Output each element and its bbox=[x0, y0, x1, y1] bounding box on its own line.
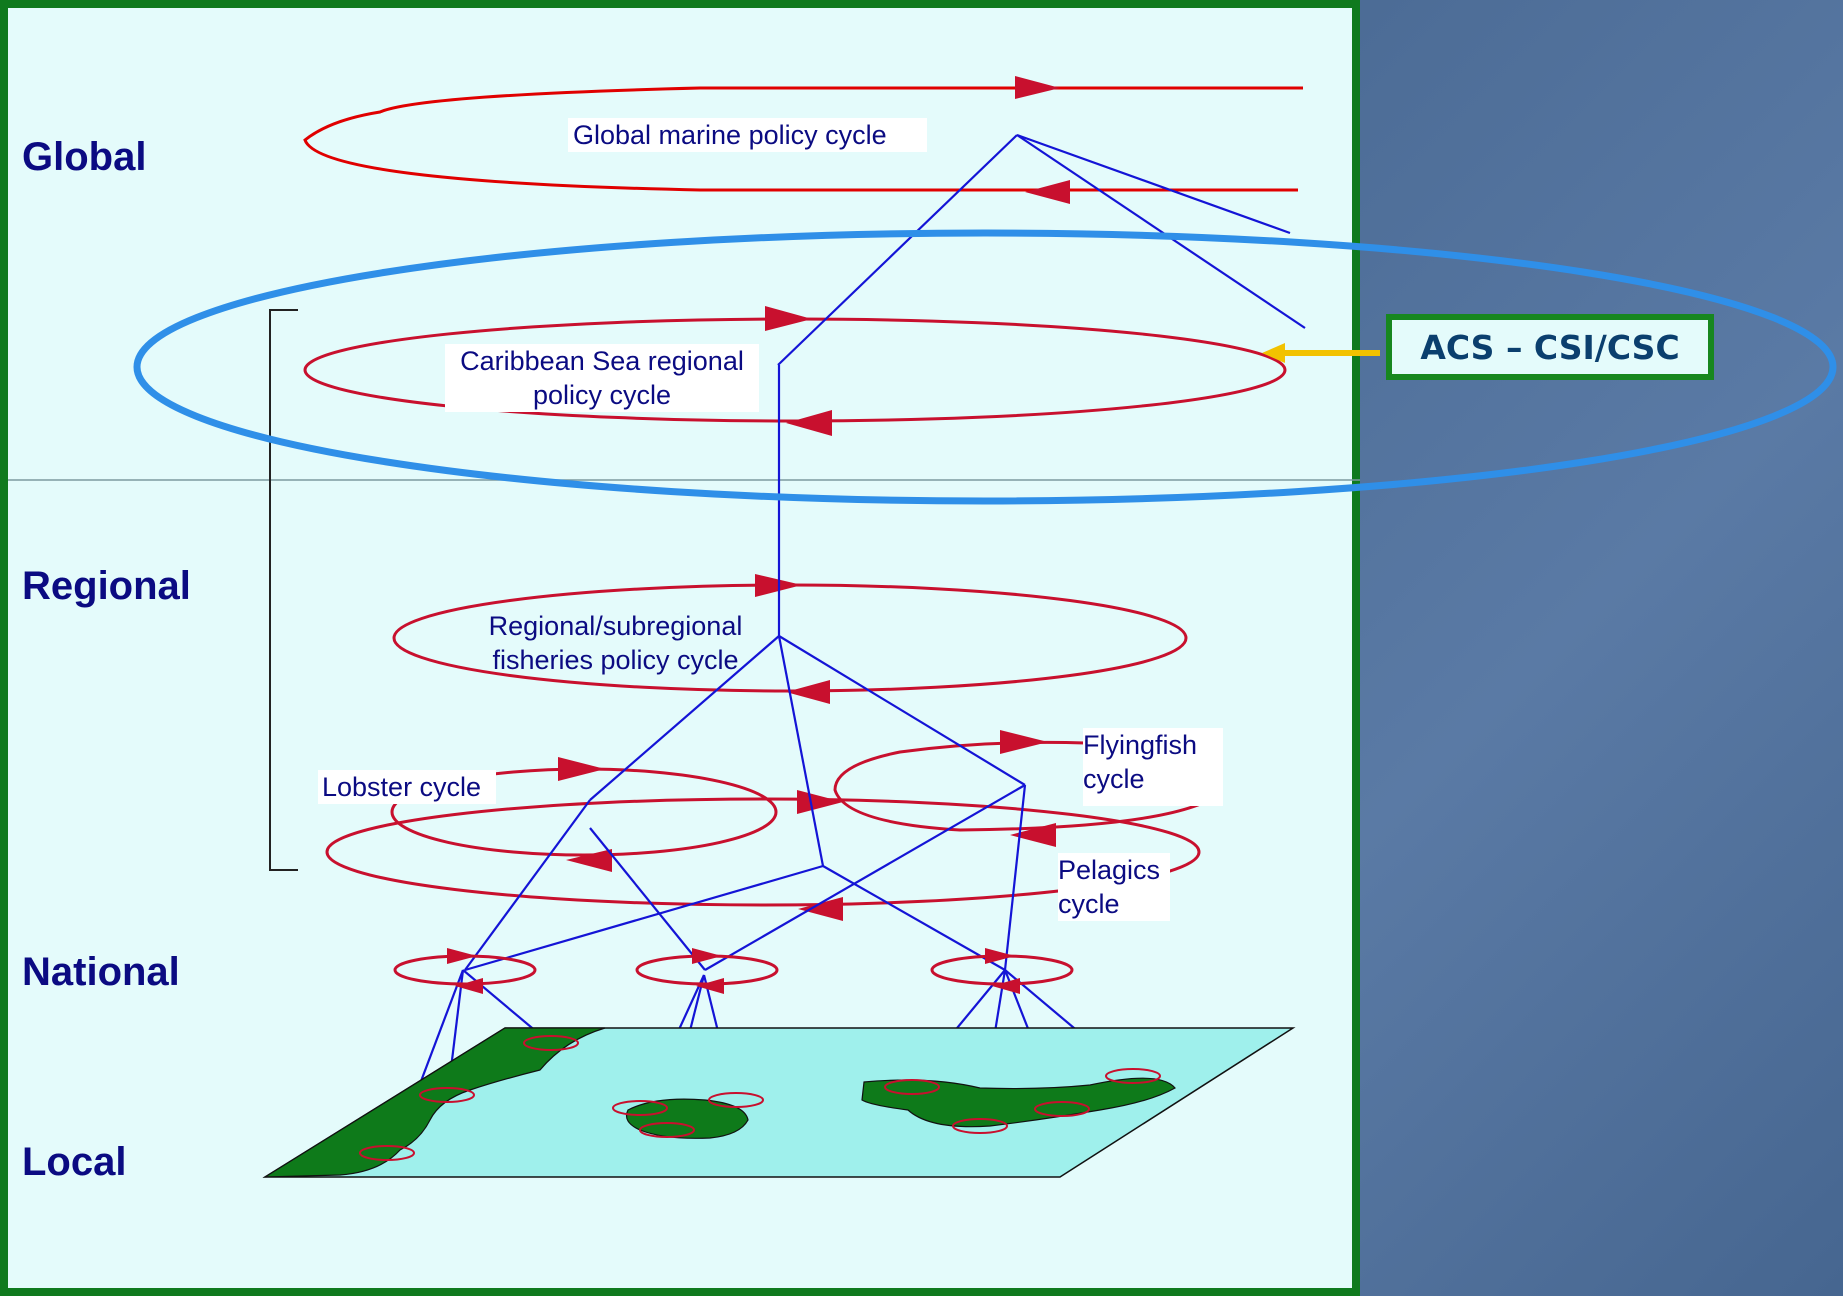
global-marine-cycle bbox=[303, 76, 1303, 204]
level-label-global: Global bbox=[22, 135, 147, 179]
fisheries-cycle-label: Regional/subregional fisheries policy cy… bbox=[473, 609, 758, 677]
pelagics-cycle-label: Pelagics cycle bbox=[1058, 853, 1170, 921]
pelagics-cycle-label-line2: cycle bbox=[1058, 889, 1120, 919]
flyingfish-cycle-label: Flyingfish cycle bbox=[1083, 728, 1223, 806]
highlight-ring bbox=[133, 229, 1837, 505]
global-marine-cycle-label: Global marine policy cycle bbox=[568, 118, 927, 152]
pelagics-cycle-label-line1: Pelagics bbox=[1058, 855, 1161, 885]
lobster-cycle-label: Lobster cycle bbox=[318, 770, 497, 804]
fisheries-cycle-label-line2: fisheries policy cycle bbox=[492, 645, 739, 675]
caribbean-regional-cycle bbox=[303, 306, 1287, 436]
callout-arrow bbox=[1262, 343, 1380, 363]
lobster-cycle bbox=[390, 757, 778, 872]
national-cycle-arrows bbox=[447, 948, 1020, 994]
regional-bracket bbox=[269, 309, 298, 871]
flyingfish-cycle-label-line2: cycle bbox=[1083, 764, 1145, 794]
flyingfish-cycle-label-line1: Flyingfish bbox=[1083, 730, 1198, 760]
caribbean-cycle-label-line1: Caribbean Sea regional bbox=[460, 346, 744, 376]
islands bbox=[262, 1027, 1176, 1178]
caribbean-cycle-label-line2: policy cycle bbox=[532, 380, 672, 410]
level-label-national: National bbox=[22, 950, 180, 994]
level-label-local: Local bbox=[22, 1140, 127, 1184]
local-cycles bbox=[359, 1035, 1161, 1161]
acs-callout-box: ACS – CSI/CSC bbox=[1386, 314, 1714, 380]
policy-links bbox=[393, 133, 1306, 1151]
fisheries-cycle-label-line1: Regional/subregional bbox=[488, 611, 743, 641]
caribbean-cycle-label: Caribbean Sea regional policy cycle bbox=[445, 344, 759, 412]
level-label-regional: Regional bbox=[22, 564, 191, 608]
flyingfish-cycle bbox=[833, 730, 1219, 847]
